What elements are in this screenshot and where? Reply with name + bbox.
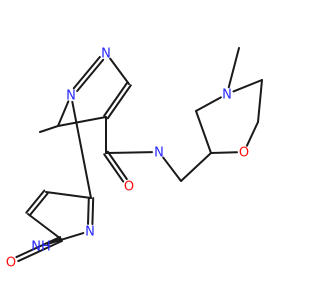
- bond-double-12-a: [106, 84, 132, 120]
- atom-label-a15: N: [66, 89, 76, 104]
- atom-label-a11: O: [124, 180, 134, 195]
- bond-single-13: [109, 57, 130, 85]
- bond-single-23: [27, 213, 62, 240]
- bond-single-25: [45, 191, 92, 199]
- bond-double-22-b: [17, 239, 63, 263]
- atom-label-a5: O: [239, 146, 249, 161]
- bond-double-19-b: [91, 197, 95, 226]
- bond-double-14-a: [72, 55, 101, 90]
- bond-double-22-a: [15, 236, 62, 259]
- molecule-structure: N O N O N N NH O N: [6, 47, 263, 271]
- atom-label-a9: N: [154, 146, 164, 161]
- bond-single-21: [46, 238, 62, 245]
- bond-double-12-b: [103, 81, 129, 117]
- bond-layer: [15, 47, 263, 263]
- bond-single-1: [195, 96, 222, 112]
- atom-label-a22: O: [6, 256, 16, 271]
- bond-double-24-b: [25, 189, 46, 214]
- bond-single-15: [57, 100, 70, 127]
- atom-label-a24: N: [85, 225, 95, 240]
- bond-single-6: [232, 79, 263, 93]
- bond-single-16: [57, 116, 107, 127]
- bond-single-5: [257, 79, 263, 123]
- bond-single-9: [105, 151, 154, 154]
- bond-double-24-a: [28, 192, 49, 217]
- bond-single-8: [162, 156, 182, 182]
- bond-single-2: [195, 110, 212, 154]
- bond-single-17: [39, 125, 59, 133]
- bond-single-18: [71, 100, 92, 199]
- bond-single-7: [180, 152, 212, 182]
- bond-double-14-b: [76, 58, 105, 93]
- bond-double-10-b: [106, 150, 128, 180]
- bond-single-4: [245, 121, 259, 147]
- bond-single-0: [227, 47, 240, 89]
- atom-label-a21: NH: [31, 240, 51, 255]
- atom-label-a14: N: [101, 47, 111, 62]
- bond-single-3: [210, 151, 239, 154]
- atom-label-layer: N O N O N N NH O N: [6, 47, 249, 271]
- bond-double-10-a: [103, 153, 125, 183]
- bond-double-19-a: [87, 196, 90, 225]
- atom-label-a2: N: [222, 88, 232, 103]
